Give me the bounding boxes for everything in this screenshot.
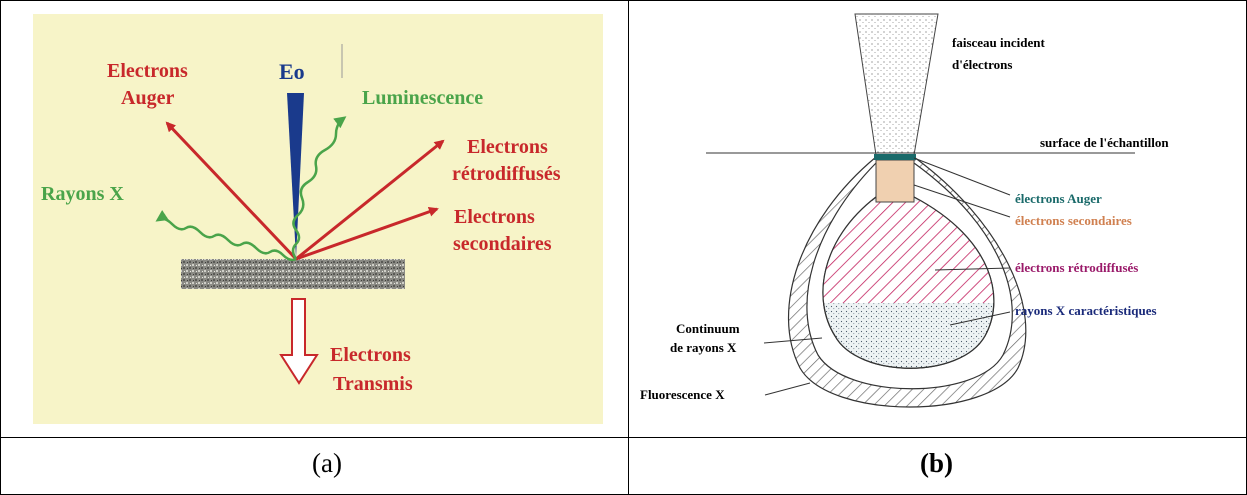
- caption-b: (b): [920, 448, 953, 479]
- label-rayons-x: Rayons X: [41, 183, 124, 205]
- zone-secondaires: [876, 160, 914, 202]
- incident-beam-funnel: [855, 14, 938, 155]
- label-electrons-auger-line1: Electrons: [107, 60, 188, 82]
- label-surface: surface de l'échantillon: [1040, 135, 1169, 150]
- sample-block: [181, 259, 405, 289]
- label-auger: électrons Auger: [1015, 191, 1102, 206]
- label-eo: Eo: [279, 59, 305, 84]
- label-retrodiffuses-line1: Electrons: [467, 136, 548, 158]
- label-luminescence: Luminescence: [362, 87, 483, 109]
- label-faisceau-line1: faisceau incident: [952, 35, 1045, 50]
- label-retrodiffuses-line2: rétrodiffusés: [452, 163, 561, 185]
- label-secondaires: électrons secondaires: [1015, 213, 1132, 228]
- label-fluorescence: Fluorescence X: [640, 387, 725, 402]
- label-retrodiffuses-b: électrons rétrodiffusés: [1015, 260, 1138, 275]
- zone-auger: [874, 154, 916, 160]
- caption-a: (a): [312, 448, 342, 479]
- label-secondaires-line1: Electrons: [454, 206, 535, 228]
- label-secondaires-line2: secondaires: [453, 233, 552, 255]
- label-continuum-line1: Continuum: [676, 321, 740, 336]
- label-faisceau-line2: d'électrons: [952, 57, 1012, 72]
- label-transmis-line2: Transmis: [333, 373, 413, 395]
- label-transmis-line1: Electrons: [330, 344, 411, 366]
- label-rayons-x-b: rayons X caractéristiques: [1015, 303, 1157, 318]
- leader-fluorescence: [765, 383, 810, 395]
- label-continuum-line2: de rayons X: [670, 340, 737, 355]
- label-electrons-auger-line2: Auger: [121, 87, 174, 109]
